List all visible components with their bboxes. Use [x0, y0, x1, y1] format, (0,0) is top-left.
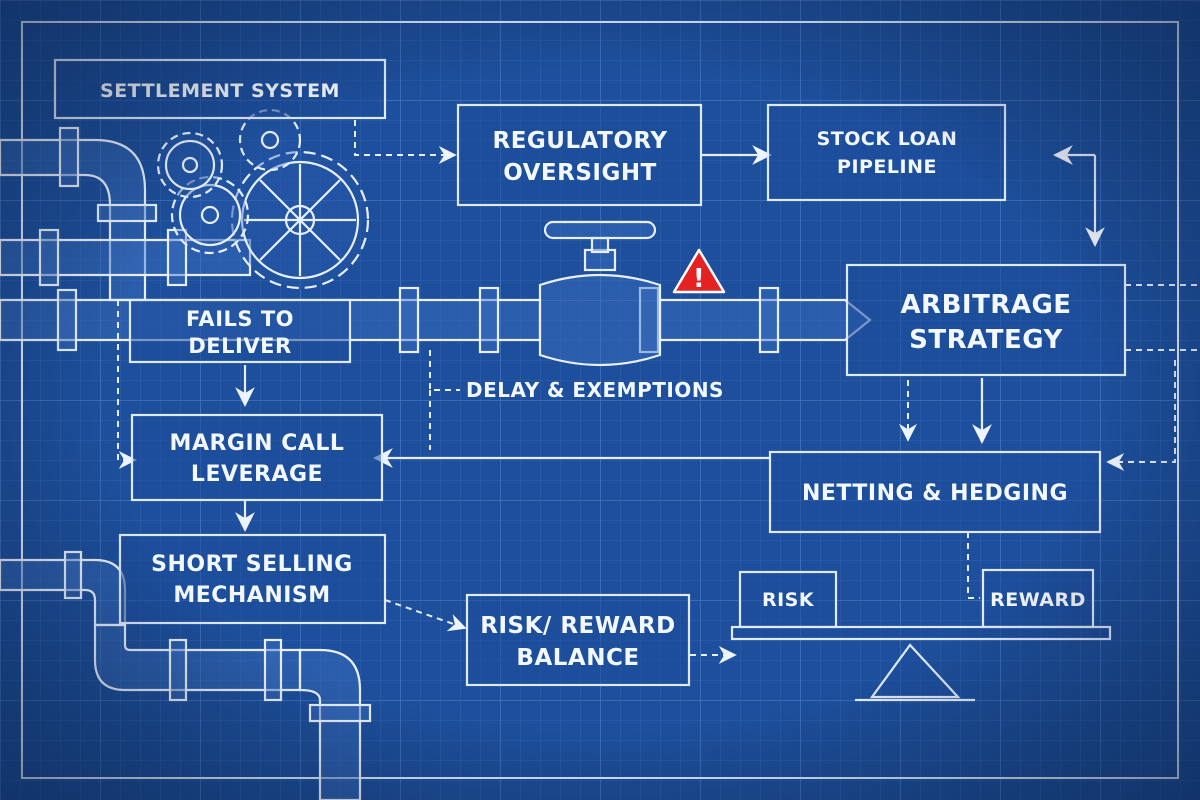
- settlement-system-box: SETTLEMENT SYSTEM: [53, 58, 387, 120]
- risk-reward-balance-label-line2: BALANCE: [516, 645, 639, 671]
- fails-to-deliver-box: FAILS TO DELIVER: [128, 298, 352, 364]
- margin-call-leverage-label-line2: LEVERAGE: [191, 462, 323, 487]
- regulatory-oversight-label-line2: OVERSIGHT: [503, 160, 657, 186]
- stock-loan-pipeline-label-line2: PIPELINE: [837, 156, 937, 178]
- netting-hedging-box: NETTING & HEDGING: [768, 450, 1102, 534]
- risk-label: RISK: [762, 589, 815, 611]
- short-selling-mechanism-label-line2: MECHANISM: [173, 583, 330, 608]
- risk-reward-balance-label-line1: RISK/ REWARD: [480, 613, 675, 639]
- regulatory-oversight-box: REGULATORY OVERSIGHT: [456, 103, 703, 207]
- stock-loan-pipeline-box: STOCK LOAN PIPELINE: [766, 103, 1007, 202]
- fails-to-deliver-label-line2: DELIVER: [188, 334, 291, 358]
- fails-to-deliver-label-line1: FAILS TO: [186, 307, 294, 331]
- regulatory-oversight-label-line1: REGULATORY: [493, 128, 668, 154]
- netting-hedging-label: NETTING & HEDGING: [802, 481, 1068, 506]
- margin-call-leverage-box: MARGIN CALL LEVERAGE: [130, 413, 384, 502]
- delay-exemptions-label-group: DELAY & EXEMPTIONS: [466, 378, 724, 402]
- arbitrage-strategy-label-line1: ARBITRAGE: [900, 290, 1071, 320]
- settlement-system-label: SETTLEMENT SYSTEM: [100, 80, 340, 102]
- risk-reward-balance-box: RISK/ REWARD BALANCE: [465, 593, 691, 687]
- short-selling-mechanism-box: SHORT SELLING MECHANISM: [118, 533, 387, 625]
- margin-call-leverage-label-line1: MARGIN CALL: [170, 431, 345, 456]
- warning-mark: !: [693, 264, 705, 294]
- short-selling-mechanism-label-line1: SHORT SELLING: [151, 552, 353, 577]
- reward-label: REWARD: [990, 589, 1086, 611]
- stock-loan-pipeline-label-line1: STOCK LOAN: [817, 128, 958, 150]
- arbitrage-strategy-label-line2: STRATEGY: [909, 325, 1063, 355]
- delay-exemptions-label: DELAY & EXEMPTIONS: [466, 378, 724, 402]
- arbitrage-strategy-box: ARBITRAGE STRATEGY: [845, 263, 1127, 377]
